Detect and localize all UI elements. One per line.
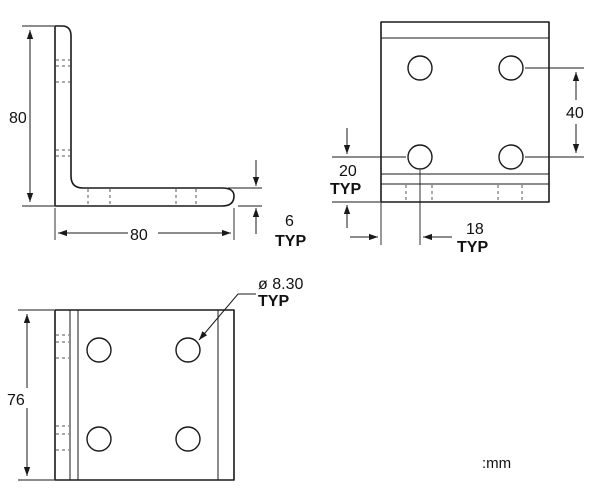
front-hole-top-left [86,337,112,363]
top-view: 40 20 TYP 18 TYP [330,21,593,256]
dimension-hole-spacing: 40 [525,67,593,158]
dimension-bend-offset: 18 TYP [350,170,488,256]
units-label: :mm [482,455,511,472]
hole-spacing-label: 40 [566,105,584,122]
hole-top-left [407,55,433,81]
front-hole-bottom-left [86,426,112,452]
dimension-edge-offset: 20 TYP [330,128,406,228]
top-view-outline [380,21,550,203]
hidden-holes-vertical-leg [56,59,70,157]
bend-offset-typ-note: TYP [457,239,488,256]
dimension-length: 80 [54,208,235,244]
hole-diameter-callout: ø 8.30 TYP [198,276,303,341]
length-dimension-label: 80 [130,227,148,244]
hole-diameter-typ-note: TYP [258,293,289,310]
front-view-outline [54,309,235,481]
edge-offset-typ-note: TYP [330,181,361,198]
hole-bottom-right [498,144,524,170]
height-dimension-label: 80 [9,110,27,127]
dimension-width: 76 [7,309,54,481]
bend-offset-label: 18 [466,221,484,238]
hidden-holes-front-view [56,334,69,451]
hidden-holes-horizontal-leg [87,189,197,205]
thickness-dimension-label: 6 [285,213,294,230]
hidden-holes-top-view [405,185,523,201]
dimension-thickness: 6 TYP [228,160,306,250]
width-dimension-label: 76 [7,392,25,409]
hole-diameter-label: ø 8.30 [258,276,303,293]
front-hole-top-right [175,337,201,363]
front-view: 76 ø 8.30 TYP [7,276,303,481]
hole-top-right [498,55,524,81]
front-hole-bottom-right [175,426,201,452]
edge-offset-label: 20 [339,163,357,180]
thickness-typ-note: TYP [275,233,306,250]
hole-bottom-left [407,144,433,170]
l-profile-outline [54,25,235,207]
side-view: 80 80 6 TYP [9,25,306,250]
dimension-height: 80 [9,25,54,207]
